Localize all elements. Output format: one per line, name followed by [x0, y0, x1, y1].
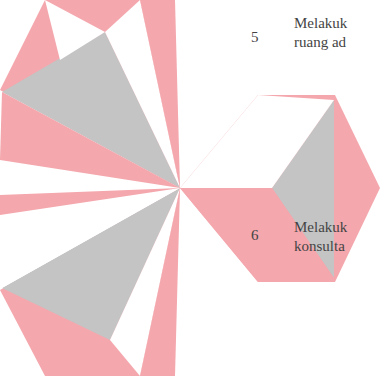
row-text: Melakuk ruang ad — [294, 14, 378, 52]
row-text: Melakuk konsulta — [294, 218, 378, 256]
callout-number: 5 — [251, 28, 259, 47]
callout-number: 6 — [251, 226, 259, 245]
